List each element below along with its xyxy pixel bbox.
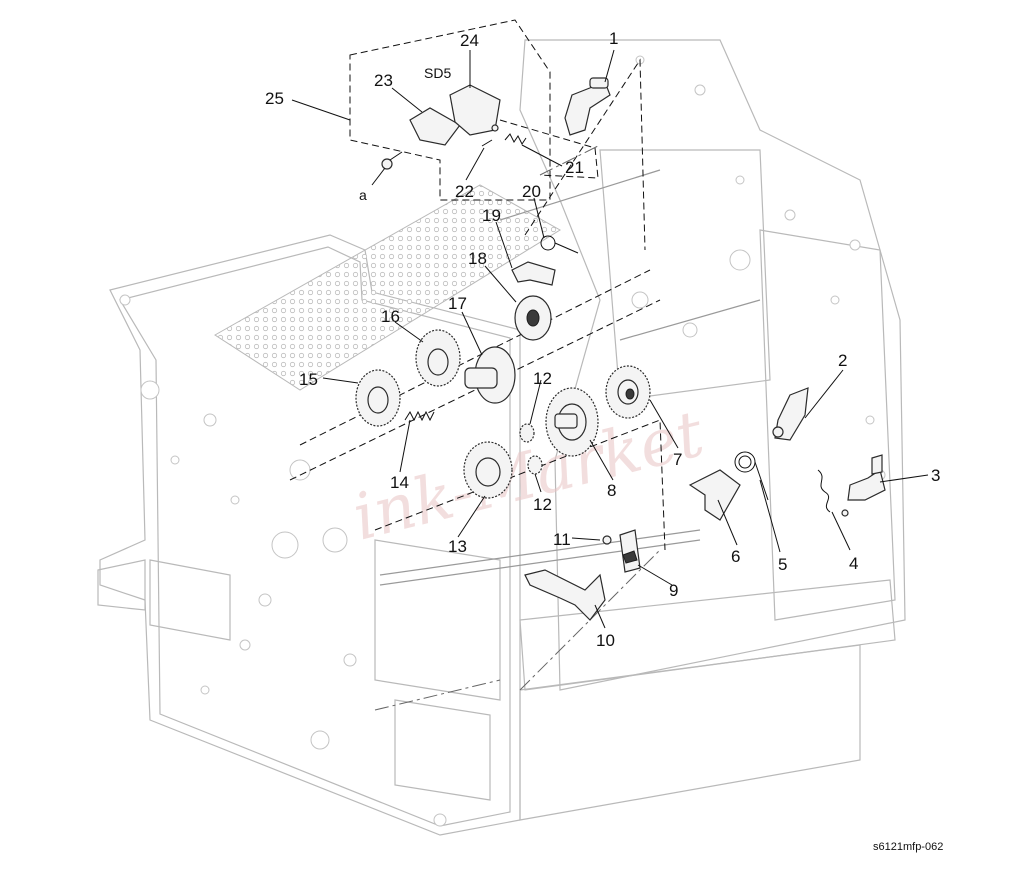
part-22-pin	[481, 139, 493, 147]
callout-23: 23	[374, 71, 393, 90]
part-6-bracket	[688, 469, 741, 521]
callout-4: 4	[849, 554, 858, 573]
part-12-small-gear-lower	[527, 455, 543, 475]
part-24-sensor	[449, 84, 501, 136]
part-9-clip	[619, 529, 641, 573]
callout-13: 13	[448, 537, 467, 556]
callout-9: 9	[669, 581, 678, 600]
part-10-link-arm	[524, 569, 606, 621]
part-1-lever	[564, 77, 611, 136]
callout-18: 18	[468, 249, 487, 268]
part-4-spring	[817, 469, 849, 517]
callout-24: 24	[460, 31, 479, 50]
part-7-gear	[605, 365, 651, 419]
callout-19: 19	[482, 206, 501, 225]
callout-8: 8	[607, 481, 616, 500]
part-3-sensor-holder	[847, 454, 886, 501]
part-14-spring	[404, 410, 435, 422]
part-20-spring	[540, 235, 579, 254]
figure-id: s6121mfp-062	[873, 841, 943, 853]
callout-15: 15	[299, 370, 318, 389]
callout-11: 11	[553, 530, 571, 549]
callout-10: 10	[596, 631, 615, 650]
assembly-boundaries	[289, 19, 666, 711]
part-18-clutch	[514, 295, 552, 341]
leader-lines	[291, 49, 929, 629]
part-13-gear	[463, 441, 513, 499]
callout-22: 22	[455, 182, 474, 201]
callout-16: 16	[381, 307, 400, 326]
part-2-actuator	[772, 387, 809, 441]
callout-2: 2	[838, 351, 847, 370]
printer-chassis-frame	[97, 39, 906, 836]
callout-25: 25	[265, 89, 284, 108]
part-17-gear-shaft	[464, 346, 516, 404]
part-23-sensor-cover	[409, 107, 461, 146]
sensor-label-sd5: SD5	[424, 65, 451, 81]
callout-12-upper: 12	[533, 369, 552, 388]
part-16-gear	[415, 329, 461, 387]
callout-a: a	[359, 187, 367, 203]
part-11-washer	[602, 535, 612, 545]
part-15-gear	[355, 369, 401, 427]
callout-7: 7	[673, 450, 682, 469]
part-5-spring	[734, 451, 769, 501]
callout-3: 3	[931, 466, 940, 485]
part-12-small-gear-upper	[519, 423, 535, 443]
callout-14: 14	[390, 473, 409, 492]
part-8-gear	[545, 387, 599, 457]
callout-labels: 1 2 3 4 5 6 7 8 9 10 11 12 12 13 14 15 1…	[265, 29, 943, 853]
screw-a	[381, 151, 403, 170]
callout-21: 21	[565, 158, 584, 177]
callout-20: 20	[522, 182, 541, 201]
part-21-spring	[504, 133, 527, 145]
callout-6: 6	[731, 547, 740, 566]
callout-12-lower: 12	[533, 495, 552, 514]
callout-17: 17	[448, 294, 467, 313]
part-19-arm	[511, 261, 556, 286]
callout-5: 5	[778, 555, 787, 574]
callout-1: 1	[609, 29, 618, 48]
